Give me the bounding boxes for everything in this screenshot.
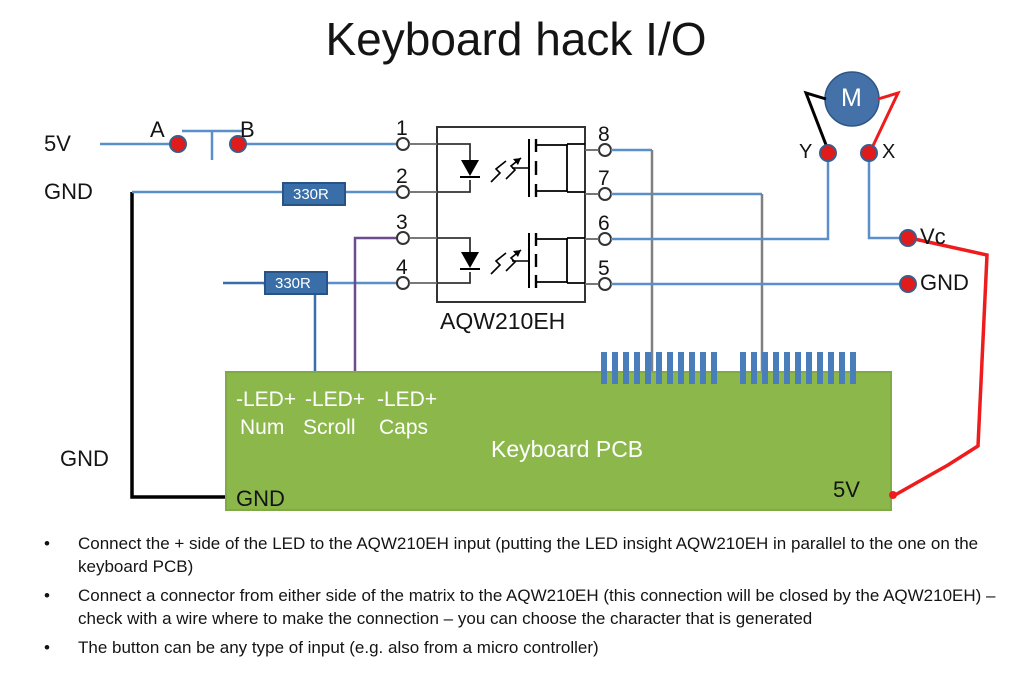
wire-x-to-vc (867, 155, 906, 240)
ic-led1-diode (461, 160, 479, 176)
matrix-connector-group-right (740, 352, 856, 384)
resistor-body-2 (264, 271, 328, 295)
keyboard-pcb-board (225, 371, 892, 511)
wire-pin6-to-y (611, 155, 830, 241)
node-b (229, 135, 247, 153)
ic-mos2-source (536, 281, 568, 283)
ic-body (436, 126, 586, 303)
bullet-text: Connect the + side of the LED to the AQW… (78, 534, 979, 576)
ic-led2-wire (437, 237, 471, 252)
label-5v-rail: 5V (44, 131, 71, 156)
node-pcb-5v (889, 491, 897, 499)
matrix-connector-group-left (601, 352, 717, 384)
list-item: • Connect a connector from either side o… (36, 584, 996, 630)
ic-led2-diode (461, 252, 479, 268)
wire-num-led (263, 283, 317, 380)
label-supply-gnd: GND (920, 270, 969, 295)
resistor-label-2: 330R (275, 275, 311, 292)
page-title: Keyboard hack I/O (325, 13, 707, 65)
motor-lead-y-black (803, 90, 830, 151)
pcb-gnd-label: GND (236, 486, 285, 511)
ic-pin-label-1: 1 (396, 117, 408, 140)
pcb-led-pad-polarity-caps: -LED+ (377, 388, 438, 411)
list-item: • Connect the + side of the LED to the A… (36, 532, 996, 578)
ic-led2-arrow1 (490, 252, 507, 275)
ic-led1-wire-lower (437, 180, 471, 193)
motor-label: M (841, 84, 862, 112)
ic-pin-label-8: 8 (598, 123, 610, 146)
ic-led2-wire-lower (437, 272, 471, 284)
label-vc: Vc (920, 224, 946, 249)
ic-mos2-drain (536, 238, 568, 240)
pcb-led-pad-name-num: Num (240, 416, 285, 439)
motor-lead-x-red (869, 90, 901, 151)
wire-vc-to-pcb-5v (894, 236, 989, 497)
wire-gnd-black (130, 192, 235, 499)
ic-pin-label-3: 3 (396, 211, 408, 234)
node-y (819, 144, 837, 162)
label-gnd-top: GND (44, 179, 93, 204)
pcb-title-label: Keyboard PCB (491, 436, 644, 462)
ic-led1-arrow1 (490, 160, 507, 183)
ic-pin-label-6: 6 (598, 212, 610, 235)
list-item: • The button can be any type of input (e… (36, 636, 996, 659)
node-vc (899, 229, 917, 247)
pcb-5v-label: 5V (833, 477, 860, 502)
ic-mos1-drain (536, 144, 568, 146)
ic-mos1-source (536, 190, 568, 192)
ic-part-number-label: AQW210EH (440, 308, 566, 334)
ic-led2-arrowhead (513, 250, 521, 257)
label-motor-terminal-x: X (882, 141, 896, 163)
pcb-led-pad-polarity-num: -LED+ (236, 388, 297, 411)
label-gnd-bottom: GND (60, 446, 109, 471)
label-switch-terminal-b: B (240, 117, 255, 142)
bullet-text: The button can be any type of input (e.g… (78, 638, 599, 657)
bullet-marker: • (44, 638, 50, 657)
ic-pin-label-7: 7 (598, 167, 610, 190)
bullet-marker: • (44, 586, 50, 605)
ic-led1-wire (437, 143, 471, 160)
node-a (169, 135, 187, 153)
pcb-led-pad-name-scroll: Scroll (303, 416, 356, 439)
bullet-list: • Connect the + side of the LED to the A… (36, 532, 996, 665)
bullet-text: Connect a connector from either side of … (78, 586, 996, 628)
ic-pin-label-5: 5 (598, 257, 610, 280)
pcb-led-pad-name-caps: Caps (379, 416, 429, 439)
node-x (860, 144, 878, 162)
wire-scroll-led (353, 236, 398, 385)
ic-pin-label-4: 4 (396, 256, 408, 279)
pcb-led-pad-polarity-scroll: -LED+ (305, 388, 366, 411)
bullet-marker: • (44, 534, 50, 553)
resistor-label-1: 330R (293, 186, 329, 203)
node-gnd-right (899, 275, 917, 293)
resistor-body-1 (282, 182, 346, 206)
ic-led1-arrowhead (513, 158, 521, 165)
label-switch-terminal-a: A (150, 117, 165, 142)
ic-pin-label-2: 2 (396, 165, 408, 188)
label-motor-terminal-y: Y (799, 141, 813, 163)
